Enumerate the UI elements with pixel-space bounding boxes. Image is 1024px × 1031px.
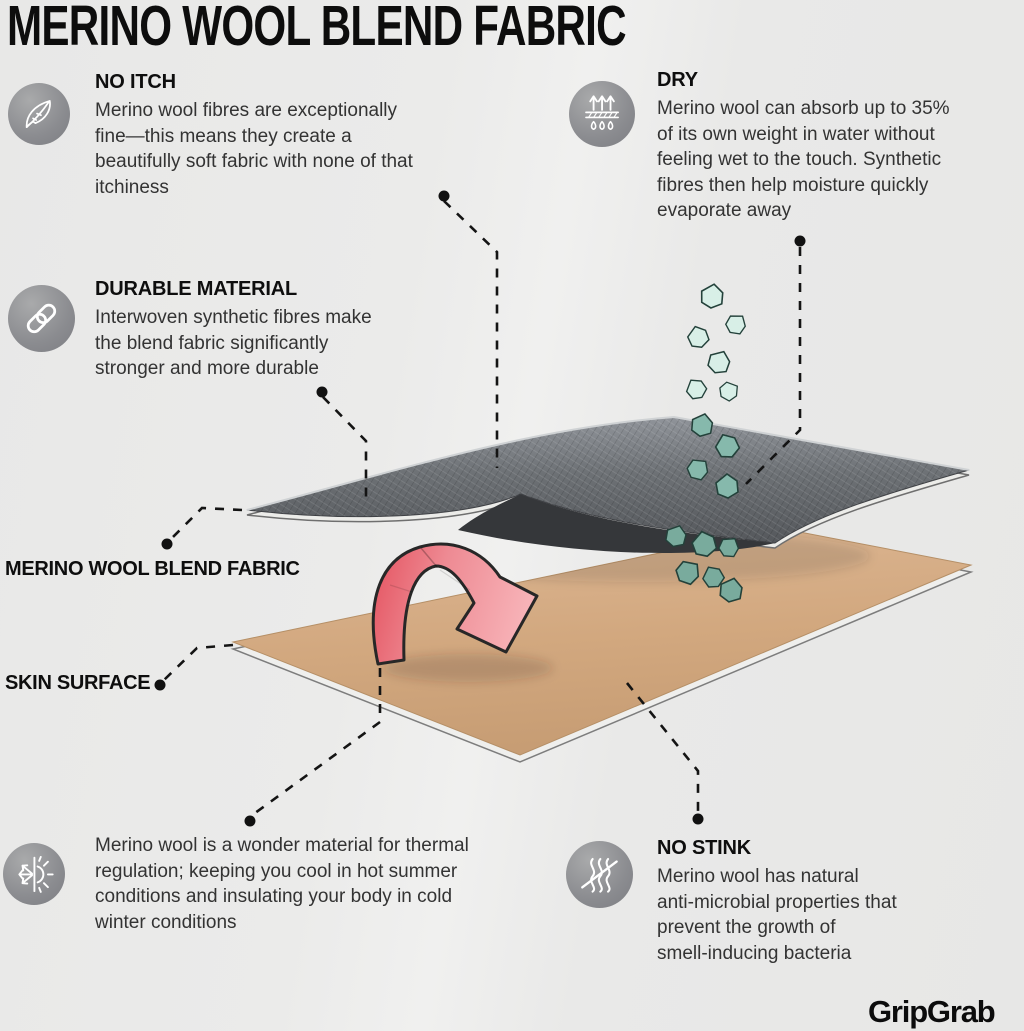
gripgrab-logo: GripGrab [868,994,996,1029]
no-itch-heading: NO ITCH [95,71,176,93]
leader-line-no-stink [625,682,700,812]
no-stink-body: Merino wool has natural anti-microbial p… [657,866,897,964]
leader-line-skin-label [162,643,234,682]
page-title: MERINO WOOL BLEND FABRIC [7,0,627,58]
leader-line-dry [745,247,802,485]
leader-line-thermal [250,668,382,818]
section-dry: DRY Merino wool can absorb up to 35% of … [657,69,950,224]
no-odour-icon [566,841,633,908]
no-itch-body: Merino wool fibres are exceptionally fin… [95,100,413,198]
dry-heading: DRY [657,69,698,91]
feather-icon [8,83,70,145]
leader-line-no-itch [443,200,499,468]
section-no-stink: NO STINK Merino wool has natural anti-mi… [657,837,897,966]
leader-line-durable [322,396,368,497]
merino-fabric-sheet [246,415,970,553]
durable-heading: DURABLE MATERIAL [95,278,297,300]
section-durable: DURABLE MATERIAL Interwoven synthetic fi… [95,278,372,382]
dry-body: Merino wool can absorb up to 35% of its … [657,98,950,221]
leader-lines [162,200,802,818]
particles-above-fabric [682,281,751,405]
fabric-layer-label: MERINO WOOL BLEND FABRIC [5,558,300,580]
leader-dots [154,190,806,827]
moisture-evaporation-icon [569,81,635,147]
durable-body: Interwoven synthetic fibres make the ble… [95,307,372,379]
arrow-cast-shadow [383,654,553,682]
skin-surface-sheet [230,527,974,763]
skin-layer-label: SKIN SURFACE [5,672,151,694]
no-stink-heading: NO STINK [657,837,751,859]
airflow-arrow [371,542,539,666]
leader-line-fabric-label [169,506,243,541]
section-no-itch: NO ITCH Merino wool fibres are exception… [95,71,413,200]
thermo-regulation-icon [3,843,65,905]
thermal-body: Merino wool is a wonder material for the… [95,835,469,933]
fabric-edge-highlight [246,415,970,511]
chain-link-icon [8,285,75,352]
